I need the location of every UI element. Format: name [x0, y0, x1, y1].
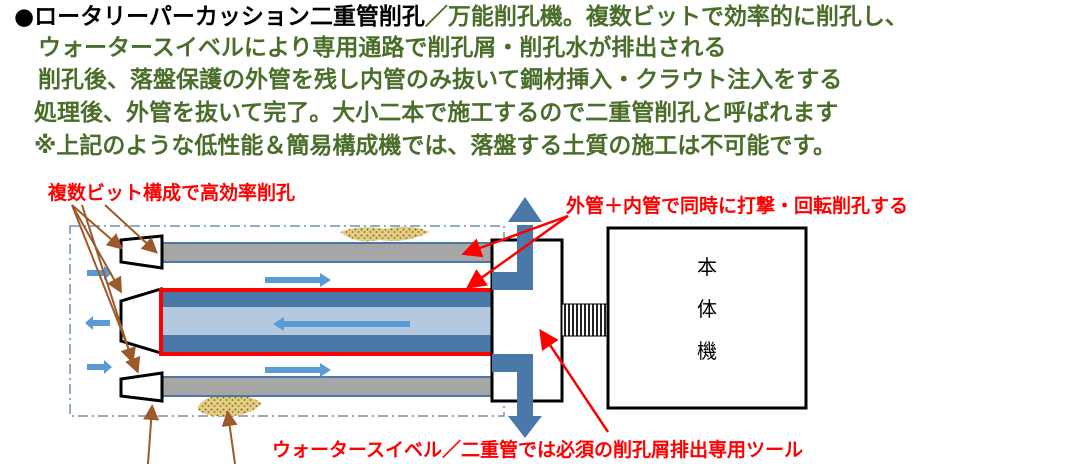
intro-line-2: ウォータースイベルにより専用通路で削孔屑・削孔水が排出される — [38, 35, 727, 61]
flow-arrow-bottom-pipe — [265, 363, 331, 377]
flow-arrow-out-left — [85, 316, 110, 330]
inner-pipe-wall-bottom — [161, 335, 494, 353]
inner-pipe-wall-top — [161, 289, 494, 307]
swivel-channel-bottom — [492, 354, 533, 416]
bit-annotation-arrows — [71, 204, 238, 464]
machine-label-char-2: 体 — [697, 297, 717, 321]
intro-line-3: 削孔後、落盤保護の外管を残し内管のみ抜いて鋼材挿入・クラウト注入をする — [38, 67, 843, 93]
machine-label-char-1: 本 — [697, 255, 717, 279]
label-multi-bit: 複数ビット構成で高効率削孔 — [48, 182, 296, 204]
label-outer-inner-pipe: 外管＋内管で同時に打撃・回転削孔する — [566, 195, 909, 217]
exhaust-arrow-up — [508, 197, 542, 222]
inner-bit-face — [140, 307, 161, 335]
flow-arrow-in-bottom — [87, 360, 112, 374]
swivel-channel-top — [492, 225, 533, 290]
soil-patch-top — [340, 226, 430, 242]
machine-label-char-3: 機 — [697, 339, 717, 363]
bottom-pointer-bit — [143, 404, 160, 464]
intro-line-5: ※上記のような低性能＆簡易構成機では、落盤する土質の施工は不可能です。 — [34, 133, 837, 159]
intro-line-1-rest: ／万能削孔機。複数ビットで効率的に削孔し、 — [424, 4, 908, 30]
pointer-outer-pipe — [461, 214, 569, 258]
pointer-swivel — [539, 328, 610, 433]
red-annotation-arrows — [461, 214, 610, 433]
label-water-swivel: ウォータースイベル／二重管では必須の削孔屑排出専用ツール — [272, 439, 804, 461]
outer-bit-bottom — [119, 371, 164, 403]
pointer-inner-pipe — [465, 214, 569, 289]
intro-line-1-title: ●ロータリーパーカッション二重管削孔 — [14, 4, 425, 30]
outer-pipe-top — [161, 242, 493, 263]
coupling-screw — [561, 303, 609, 337]
intro-line-4: 処理後、外管を抜いて完了。大小二本で施工するので二重管削孔と呼ばれます — [34, 100, 839, 126]
intro-line-1: ●ロータリーパーカッション二重管削孔／万能削孔機。複数ビットで効率的に削孔し、 — [14, 2, 908, 32]
bit-pointer-1 — [71, 204, 124, 250]
exhaust-arrow-down — [508, 416, 542, 438]
soil-patch-bottom — [197, 395, 262, 417]
outer-pipe-bottom — [161, 376, 493, 397]
bottom-pointer-soil — [221, 410, 238, 464]
bit-pointer-4 — [104, 204, 158, 254]
flow-arrow-inner-return — [273, 317, 410, 331]
bit-pointer-5 — [81, 204, 136, 364]
flow-arrow-top-pipe — [265, 273, 331, 287]
outer-bit-top — [119, 234, 164, 270]
machine-body — [606, 226, 808, 410]
